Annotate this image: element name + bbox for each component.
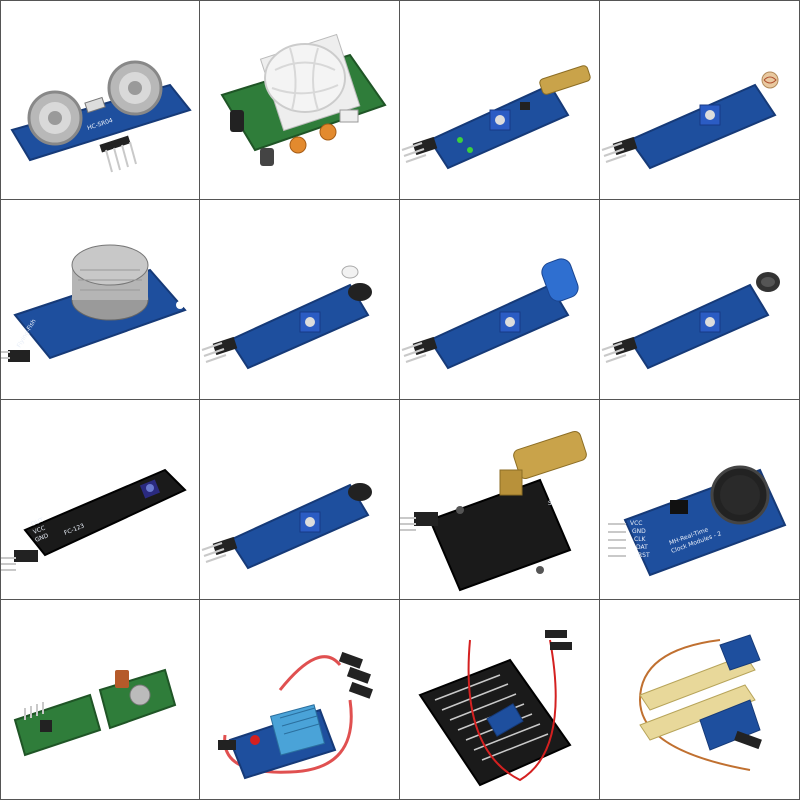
cell-soil-moisture-sensor [600, 600, 800, 800]
raindrop-sensor-image [418, 630, 572, 787]
ultrasonic-sensor-image: HC-SR04 [10, 60, 192, 173]
rtc-gnd-label: GND [632, 528, 646, 535]
soil-moisture-sensor-image [638, 634, 762, 771]
rtc-vcc-label: VCC [630, 520, 642, 527]
rf-modules-image [13, 668, 177, 757]
rtc-rst-label: RST [638, 552, 650, 559]
photoresistor-sensor-image [601, 71, 779, 170]
line-gnd-label: GND [34, 532, 50, 544]
cell-rtc-module: VCC GND CLK DAT RST MH-Real-Time Clock M… [600, 400, 800, 600]
cell-gas-sensor: Flying-Fish [0, 200, 200, 400]
laser-module-image: S [400, 430, 587, 592]
cell-tilt-sensor [400, 0, 600, 200]
cell-photoresistor-sensor [600, 0, 800, 200]
gas-sensor-image: Flying-Fish [0, 244, 187, 362]
rtc-clk-label: CLK [634, 536, 647, 543]
cell-dht11-sensor [200, 600, 400, 800]
cell-ultrasonic-sensor: HC-SR04 [0, 0, 200, 200]
cell-flame-sensor [200, 400, 400, 600]
pir-sensor-image [220, 33, 387, 166]
vibration-sensor-image [401, 258, 579, 370]
cell-vibration-sensor [400, 200, 600, 400]
cell-raindrop-sensor [400, 600, 600, 800]
line-out-label: OUT [30, 516, 45, 527]
rtc-module-image: VCC GND CLK DAT RST MH-Real-Time Clock M… [608, 465, 787, 577]
cell-rf-modules [0, 600, 200, 800]
rtc-dat-label: DAT [636, 544, 648, 551]
ir-flame-sensor-image [201, 265, 372, 370]
line-tracking-sensor-image: FC-123 OUT VCC GND [0, 468, 187, 571]
laser-s-label: S [548, 500, 552, 507]
dht11-sensor-image [218, 651, 373, 780]
tilt-sensor-image [401, 65, 591, 170]
cell-line-tracking-sensor: FC-123 OUT VCC GND [0, 400, 200, 600]
cell-ir-flame-sensor [200, 200, 400, 400]
flame-sensor-image [201, 483, 372, 570]
cell-laser-module: S [400, 400, 600, 600]
line-vcc-label: VCC [32, 525, 46, 536]
cell-sound-sensor [600, 200, 800, 400]
cell-pir-sensor [200, 0, 400, 200]
sound-sensor-image [601, 272, 780, 370]
